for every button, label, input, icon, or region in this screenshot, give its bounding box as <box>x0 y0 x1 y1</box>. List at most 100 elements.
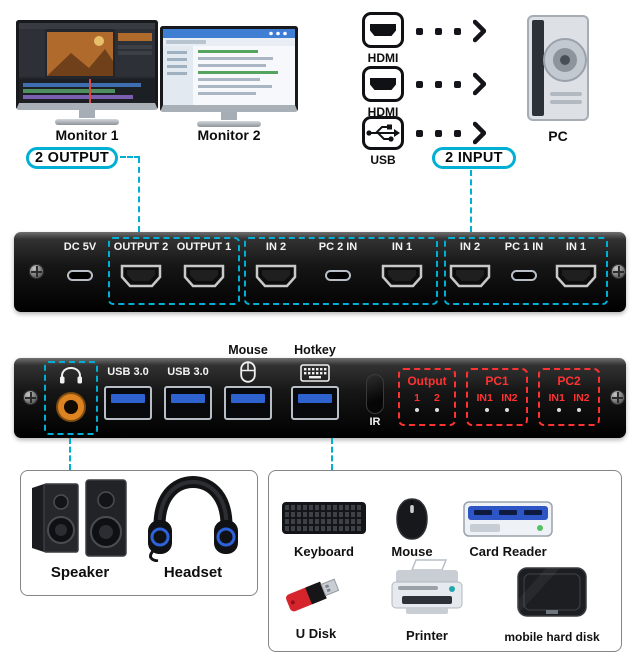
dot-icon <box>435 27 442 35</box>
signal-arrow-row-3 <box>416 121 486 145</box>
usb-input-label: USB <box>370 153 396 167</box>
led-indicator <box>434 408 439 412</box>
usb30-label-2: USB 3.0 <box>167 366 209 378</box>
mouse-icon <box>240 361 256 383</box>
led-label: IN2 <box>573 392 590 404</box>
led-label: IN1 <box>476 392 493 404</box>
hdmi-port <box>381 264 423 288</box>
led-group-pc2: PC2 IN1 IN2 <box>538 368 600 426</box>
led-group-title: Output <box>407 374 447 388</box>
usb-port-2 <box>164 386 212 420</box>
chevron-right-icon <box>473 121 486 145</box>
led-group-output: Output 1 2 <box>398 368 456 426</box>
hdmi-plug-glyph <box>370 78 396 90</box>
usbc-port <box>511 270 537 281</box>
ir-window <box>366 374 384 414</box>
dot-icon <box>435 129 442 137</box>
led-indicator <box>415 408 420 412</box>
dot-icon <box>435 80 442 88</box>
usb-port-1 <box>104 386 152 420</box>
audio-connector-line <box>69 438 71 470</box>
usb-input-icon <box>362 116 404 150</box>
hotkey-port-label: Hotkey <box>294 343 336 357</box>
screw-icon <box>611 264 626 279</box>
pc-tower-icon <box>512 12 604 124</box>
hdmi-port <box>120 264 162 288</box>
hdmi-input-icon-1 <box>362 12 404 48</box>
ir-label: IR <box>369 416 381 428</box>
input-badge: 2 INPUT <box>432 147 516 169</box>
output-connector-line <box>138 157 140 232</box>
monitor1-illustration <box>16 20 158 125</box>
output-ports-group <box>108 237 240 305</box>
printer-label: Printer <box>406 628 448 643</box>
mouse-label: Mouse <box>391 544 433 559</box>
screw-icon <box>23 390 38 405</box>
led-indicator <box>577 408 582 412</box>
output2-port-label: OUTPUT 2 <box>113 241 169 253</box>
led-indicator <box>505 408 510 412</box>
keyboard-illustration <box>282 502 366 534</box>
hdmi-input-icon-2 <box>362 66 404 102</box>
speaker-label: Speaker <box>50 564 110 581</box>
led-group-pc1: PC1 IN1 IN2 <box>466 368 528 426</box>
speaker-illustration <box>32 479 127 557</box>
dot-icon <box>454 80 461 88</box>
monitor2-illustration <box>160 26 298 127</box>
led-label: IN1 <box>548 392 565 404</box>
hdmi-plug-glyph <box>370 24 396 36</box>
card-reader-label: Card Reader <box>469 544 547 559</box>
udisk-label: U Disk <box>295 626 337 641</box>
hdmi-input-label-2: HDMI <box>367 105 399 119</box>
led-indicator <box>556 408 561 412</box>
group2-pc-in-label: PC 1 IN <box>504 241 544 253</box>
printer-illustration <box>391 559 463 614</box>
mouse-port-label: Mouse <box>228 343 268 357</box>
keyboard-icon <box>300 364 330 382</box>
signal-arrow-row-1 <box>416 19 486 43</box>
hdmi-port <box>449 264 491 288</box>
monitor1-screen <box>16 20 158 110</box>
led-label: 1 <box>414 392 420 404</box>
usb-tongue <box>111 394 145 403</box>
peripherals-connector-line <box>331 438 333 470</box>
group1-in1-label: IN 1 <box>391 241 413 253</box>
card-reader-illustration <box>463 501 553 537</box>
audio-jack-group <box>44 361 98 435</box>
group1-pc-in-label: PC 2 IN <box>318 241 358 253</box>
usb-tongue <box>171 394 205 403</box>
headphone-icon <box>60 366 82 384</box>
led-label: 2 <box>434 392 440 404</box>
keyboard-label: Keyboard <box>294 544 354 559</box>
monitor2-label: Monitor 2 <box>197 127 261 143</box>
hdmi-port <box>555 264 597 288</box>
input-group-2 <box>444 237 608 305</box>
output1-port-label: OUTPUT 1 <box>176 241 232 253</box>
udisk-illustration <box>286 578 340 612</box>
chevron-right-icon <box>473 72 486 96</box>
screw-icon <box>29 264 44 279</box>
dot-icon <box>416 80 423 88</box>
dc-power-label: DC 5V <box>63 241 97 253</box>
led-group-title: PC2 <box>557 374 581 388</box>
usb-tongue <box>231 394 265 403</box>
hard-disk-label: mobile hard disk <box>504 630 600 644</box>
usb-tongue <box>298 394 332 403</box>
pc-label: PC <box>548 128 568 144</box>
monitor1-label: Monitor 1 <box>55 127 119 143</box>
led-indicator <box>484 408 489 412</box>
output-connector-line <box>120 156 140 158</box>
monitor2-screen <box>160 26 298 112</box>
front-panel-device: USB 3.0 USB 3.0 IR Output 1 2 <box>14 358 626 438</box>
dot-icon <box>454 27 461 35</box>
usbc-port <box>325 270 351 281</box>
output-badge: 2 OUTPUT <box>26 147 118 169</box>
usb-port-mouse <box>224 386 272 420</box>
audio-jack-port <box>58 394 84 420</box>
dc-power-port <box>67 270 93 281</box>
hdmi-port <box>255 264 297 288</box>
hard-disk-illustration <box>517 567 587 617</box>
mouse-illustration <box>396 498 428 540</box>
dot-icon <box>416 129 423 137</box>
